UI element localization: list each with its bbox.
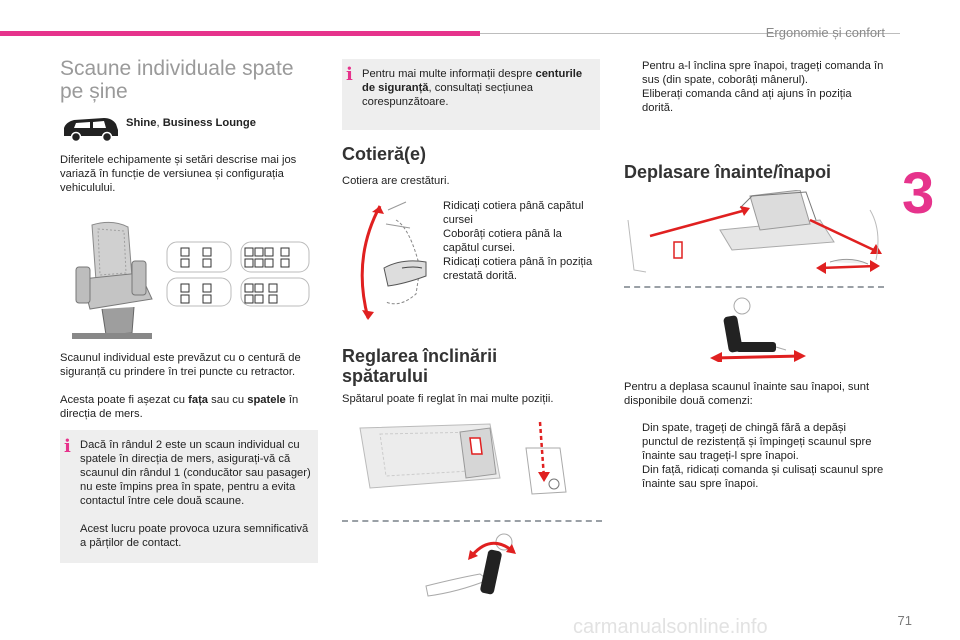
armrest-step: Ridicați cotiera până în poziția crestat… (443, 256, 593, 282)
direction-paragraph: Acesta poate fi așezat cu fața sau cu sp… (60, 394, 299, 420)
slide-intro: Pentru a deplasa scaunul înainte sau îna… (624, 381, 870, 407)
info-icon: i (64, 436, 71, 457)
info-box-seatbelts: i Pentru mai multe informații despre cen… (342, 59, 600, 130)
watermark: carmanualsonline.info (573, 616, 768, 638)
versions-label: Shine, Business Lounge (126, 117, 256, 129)
belt-paragraph: Scaunul individual este prevăzut cu o ce… (60, 352, 301, 378)
slide-step: Din față, ridicați comanda și culisați s… (642, 464, 884, 490)
illustration-separator-2 (624, 286, 884, 288)
slide-heading: Deplasare înainte/înapoi (624, 162, 832, 182)
armrest-illustration (360, 201, 427, 320)
recline-text: Spătarul poate fi reglat în mai multe po… (342, 393, 554, 405)
armrest-step: Ridicați cotiera până capătul cursei (443, 200, 584, 226)
header-accent-bar (0, 31, 480, 36)
recline-heading: Reglarea înclinării spătarului (342, 346, 498, 386)
recline-lever-illustration (359, 421, 567, 495)
recline-seat-diagram (425, 533, 516, 597)
section-title: Scaune individuale spate pe șine (60, 57, 294, 103)
armrest-steps: Ridicați cotiera până capătul cursei Cob… (425, 199, 597, 283)
seat-layout-diagrams (166, 241, 310, 307)
slide-seat-diagram (710, 297, 806, 362)
seatbelt-info-text: Pentru mai multe informații despre centu… (362, 68, 583, 108)
armrest-heading: Cotieră(e) (342, 144, 427, 164)
tilt-steps: Pentru a-l înclina spre înapoi, trageți … (624, 59, 884, 115)
chapter-title: Ergonomie și confort (765, 25, 885, 40)
tilt-step: Pentru a-l înclina spre înapoi, trageți … (642, 60, 884, 86)
info-box-row2-seat: i Dacă în rândul 2 este un scaun individ… (60, 430, 318, 563)
intro-paragraph: Diferitele echipamente și setări descris… (60, 154, 297, 194)
van-icon (64, 118, 118, 143)
armrest-step: Coborâți cotiera până la capătul cursei. (443, 228, 562, 254)
slide-steps: Din spate, trageți de chingă fără a depă… (624, 421, 884, 491)
armrest-intro: Cotiera are crestături. (342, 175, 450, 187)
page-number: 71 (897, 613, 912, 628)
individual-seat-illustration (72, 221, 153, 339)
info-text-2: Acest lucru poate provoca uzura semnific… (80, 523, 309, 549)
illustration-separator (342, 520, 602, 522)
tilt-step: Eliberați comanda când ați ajuns în pozi… (642, 88, 852, 114)
chapter-number: 3 (902, 161, 935, 226)
seat-slide-illustration (627, 190, 882, 274)
header-rule (480, 33, 900, 34)
info-text: Dacă în rândul 2 este un scaun individua… (80, 439, 311, 507)
slide-step: Din spate, trageți de chingă fără a depă… (642, 422, 872, 462)
info-icon: i (346, 64, 353, 85)
